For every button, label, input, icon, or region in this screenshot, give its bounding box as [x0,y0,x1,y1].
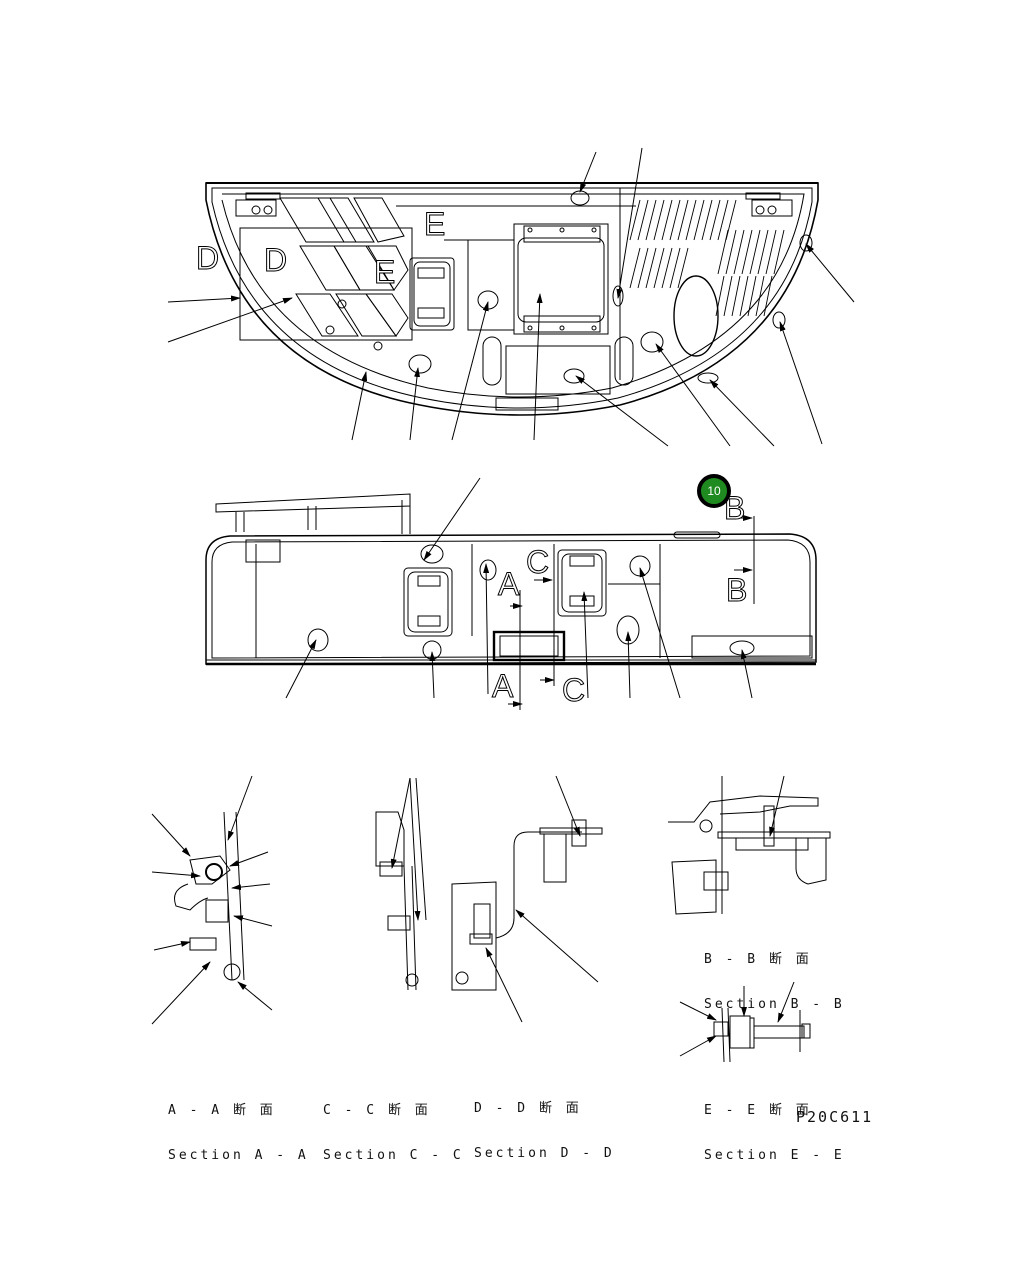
section-a-a-drawing [151,775,273,1025]
section-c-c-drawing [375,777,427,991]
section-marker-d-right: D [263,242,288,278]
section-a-a-caption: A - A 断 面 Section A - A [168,1073,309,1178]
section-c-c-caption: C - C 断 面 Section C - C [323,1073,464,1178]
section-marker-c-top: C [525,544,550,580]
section-d-d-title-en: Section D - D [474,1146,615,1161]
section-d-d-title-jp: D - D 断 面 [474,1101,582,1116]
section-marker-e-top: E [423,206,446,242]
section-marker-a-bottom: A [491,668,514,704]
section-b-b-caption: B - B 断 面 Section B - B [704,922,845,1027]
right-grille [629,199,785,317]
callout-badge[interactable]: 10 [697,474,731,508]
section-marker-c-bottom: C [561,672,586,708]
left-grille [239,197,413,351]
section-e-e-title-en: Section E - E [704,1148,845,1163]
document-id: P20C611 [796,1108,874,1126]
top-view [167,147,855,447]
front-view [205,477,817,710]
section-d-d-drawing [451,775,603,1023]
section-marker-b-upper: B [723,490,746,526]
section-marker-a-top: A [497,566,520,602]
section-a-a-title-jp: A - A 断 面 [168,1103,276,1118]
section-marker-d-left: D [195,240,220,276]
section-e-e-title-jp: E - E 断 面 [704,1103,812,1118]
section-d-d-caption: D - D 断 面 Section D - D [474,1071,615,1176]
section-e-e-caption: E - E 断 面 Section E - E [704,1073,845,1178]
section-c-c-title-jp: C - C 断 面 [323,1103,431,1118]
callout-number: 10 [707,484,721,498]
section-b-b-title-en: Section B - B [704,997,845,1012]
section-marker-e-bottom: E [373,254,396,290]
section-c-c-title-en: Section C - C [323,1148,464,1163]
section-b-b-drawing [668,775,831,915]
section-a-a-title-en: Section A - A [168,1148,309,1163]
section-e-e-drawing [679,981,811,1063]
section-marker-b-lower: B [725,572,748,608]
section-b-b-title-jp: B - B 断 面 [704,952,812,967]
